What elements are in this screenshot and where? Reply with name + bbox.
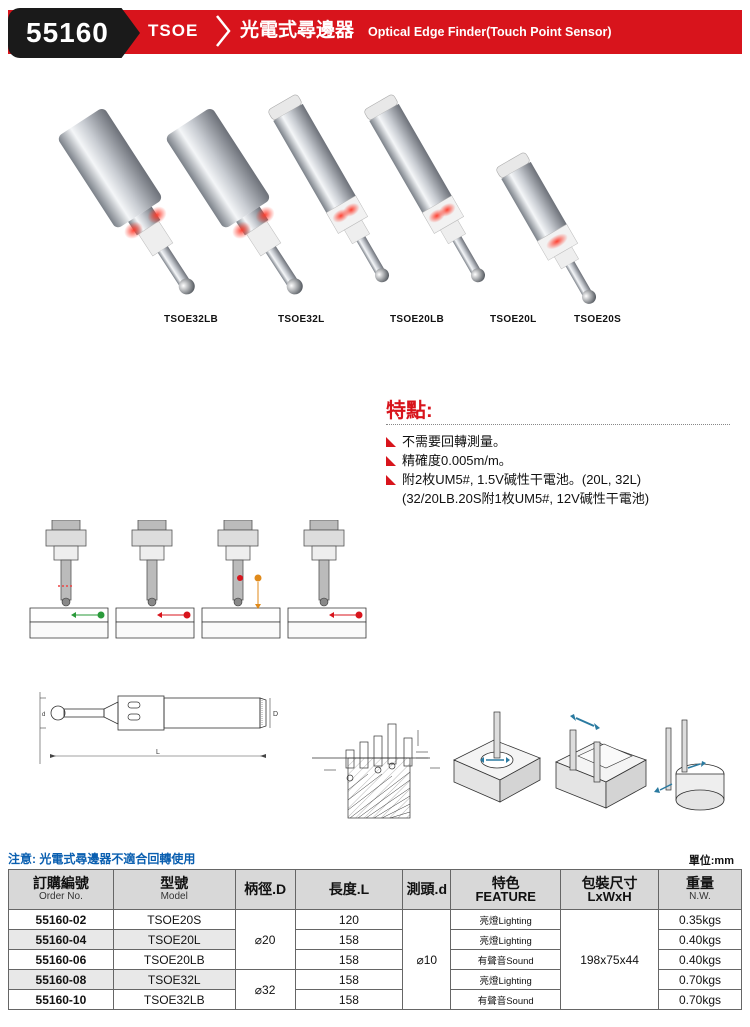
edge-finder-photos bbox=[58, 94, 596, 304]
product-tsoe20s-image bbox=[496, 152, 596, 304]
usage-step-1 bbox=[29, 520, 109, 639]
series-code: TSOE bbox=[148, 21, 199, 40]
product-label: TSOE20S bbox=[574, 314, 622, 325]
feature-item: 附2枚UM5#, 1.5V碱性干電池。(20L, 32L) bbox=[386, 470, 736, 489]
feature-text: 不需要回轉測量。 bbox=[402, 434, 507, 449]
feature: 有聲音Sound bbox=[450, 949, 562, 970]
shank-diameter: ⌀32 bbox=[234, 969, 296, 1010]
cylinder-edge-diagram bbox=[654, 719, 725, 811]
dim-label-l: L bbox=[156, 749, 160, 756]
usage-step-4 bbox=[287, 520, 367, 639]
hole-center-block-diagram bbox=[453, 711, 541, 803]
order-no: 55160-10 bbox=[8, 989, 114, 1010]
model: TSOE32L bbox=[112, 969, 236, 990]
table-row: 55160-10 TSOE32LB 158 有聲音Sound 0.70kgs bbox=[8, 989, 742, 1010]
model: TSOE20LB bbox=[112, 949, 236, 970]
feature-item: 精確度0.005m/m。 bbox=[386, 451, 736, 470]
application-diagrams bbox=[312, 711, 725, 819]
feature: 有聲音Sound bbox=[450, 989, 562, 1010]
feature-continuation: (32/20LB.20S附1枚UM5#, 12V碱性干電池) bbox=[402, 491, 650, 506]
col-head: 測頭.d bbox=[402, 869, 452, 910]
features-title: 特點: bbox=[386, 400, 433, 422]
length: 158 bbox=[294, 969, 404, 990]
length: 120 bbox=[294, 909, 404, 930]
technical-drawing: D d L bbox=[39, 692, 278, 764]
title-chinese: 光電式尋邊器 bbox=[240, 20, 355, 41]
product-photos: TSOE32LB TSOE32L TSOE20LB TSOE20L TSOE20… bbox=[0, 92, 750, 332]
feature: 亮燈Lighting bbox=[450, 929, 562, 950]
col-length: 長度.L bbox=[294, 869, 404, 910]
product-tsoe32l-image bbox=[166, 109, 303, 295]
product-tsoe20l-image bbox=[364, 94, 485, 283]
product-tsoe32lb-image bbox=[58, 109, 195, 295]
product-label: TSOE20L bbox=[490, 314, 537, 325]
feature: 亮燈Lighting bbox=[450, 969, 562, 990]
table-row: 55160-06 TSOE20LB 158 有聲音Sound 0.40kgs bbox=[8, 949, 742, 970]
triangle-bullet-icon bbox=[386, 437, 396, 447]
features-list: 不需要回轉測量。 精確度0.005m/m。 附2枚UM5#, 1.5V碱性干電池… bbox=[386, 432, 736, 508]
product-label: TSOE32L bbox=[278, 314, 325, 325]
weight: 0.35kgs bbox=[658, 909, 742, 930]
usage-step-3 bbox=[201, 520, 281, 639]
product-label: TSOE20LB bbox=[390, 314, 445, 325]
length: 158 bbox=[294, 989, 404, 1010]
order-no: 55160-06 bbox=[8, 949, 114, 970]
order-no: 55160-04 bbox=[8, 929, 114, 950]
hole-centering-diagram bbox=[312, 723, 440, 819]
length: 158 bbox=[294, 949, 404, 970]
usage-steps-diagram bbox=[29, 520, 367, 639]
order-no: 55160-08 bbox=[8, 969, 114, 990]
weight: 0.70kgs bbox=[658, 969, 742, 990]
weight: 0.40kgs bbox=[658, 949, 742, 970]
package-size: 198x75x44 bbox=[560, 909, 660, 1010]
shank-diameter: ⌀20 bbox=[234, 909, 296, 970]
feature-text: 精確度0.005m/m。 bbox=[402, 453, 512, 468]
weight: 0.70kgs bbox=[658, 989, 742, 1010]
order-no: 55160-02 bbox=[8, 909, 114, 930]
feature-text: 附2枚UM5#, 1.5V碱性干電池。(20L, 32L) bbox=[402, 472, 642, 487]
model: TSOE20L bbox=[112, 929, 236, 950]
col-shank: 柄徑.D bbox=[234, 869, 296, 910]
triangle-bullet-icon bbox=[386, 456, 396, 466]
length: 158 bbox=[294, 929, 404, 950]
triangle-bullet-icon bbox=[386, 475, 396, 485]
features-divider bbox=[386, 424, 730, 425]
page-header: 55160 TSOE 光電式尋邊器 Optical Edge Finder(To… bbox=[8, 8, 742, 58]
feature: 亮燈Lighting bbox=[450, 909, 562, 930]
product-label: TSOE32LB bbox=[164, 314, 219, 325]
feature-item: 不需要回轉測量。 bbox=[386, 432, 736, 451]
model: TSOE32LB bbox=[112, 989, 236, 1010]
usage-step-2 bbox=[115, 520, 195, 639]
chevron-right-icon bbox=[216, 15, 231, 47]
unit-label: 單位:mm bbox=[688, 855, 734, 867]
table-row: 55160-04 TSOE20L 158 亮燈Lighting 0.40kgs bbox=[8, 929, 742, 950]
head-diameter: ⌀10 bbox=[402, 909, 452, 1010]
weight: 0.40kgs bbox=[658, 929, 742, 950]
title-english: Optical Edge Finder(Touch Point Sensor) bbox=[368, 25, 612, 39]
table-row: 55160-02 TSOE20S ⌀20 120 ⌀10 亮燈Lighting … bbox=[8, 909, 742, 1010]
dim-label-d-lower: d bbox=[42, 712, 45, 718]
model: TSOE20S bbox=[112, 909, 236, 930]
usage-note: 注意: 光電式尋邊器不適合回轉使用 bbox=[8, 852, 196, 866]
step-edge-diagram bbox=[555, 714, 647, 809]
product-tsoe20lb-image bbox=[268, 94, 389, 283]
dim-label-d-upper: D bbox=[273, 711, 278, 718]
product-code: 55160 bbox=[8, 8, 140, 58]
